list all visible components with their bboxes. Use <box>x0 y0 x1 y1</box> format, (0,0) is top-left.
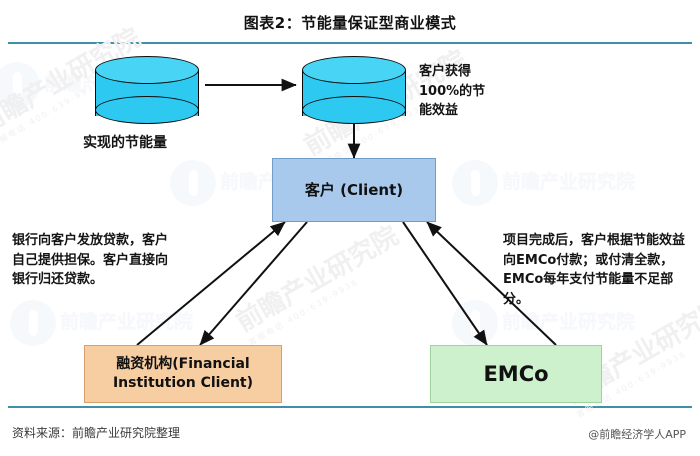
cylinder-realized-savings <box>95 56 199 128</box>
watermark-ring-icon <box>170 160 216 206</box>
divider-top <box>8 42 692 44</box>
watermark-ring-icon <box>452 160 498 206</box>
cylinder-top <box>302 56 406 84</box>
cylinder-energy-benefit <box>302 56 406 128</box>
cylinder-bottom <box>95 96 199 124</box>
watermark-brand: 前瞻产业研究院 <box>502 311 636 334</box>
node-client[interactable]: 客户 (Client) <box>272 158 436 222</box>
node-financial-institution[interactable]: 融资机构(Financial Institution Client) <box>84 345 282 403</box>
cylinder-realized-savings-label: 实现的节能量 <box>83 135 167 151</box>
watermark-brand: 前瞻产业研究院 <box>60 311 194 334</box>
cylinder-bottom <box>302 96 406 124</box>
watermark-ring-icon <box>10 300 56 346</box>
credit-label: @前瞻经济学人APP <box>588 428 686 441</box>
divider-bottom <box>8 406 692 408</box>
node-emco[interactable]: EMCo <box>430 345 602 403</box>
watermark-logo: 前瞻产业研究院 <box>10 300 193 346</box>
watermark-brand: 前瞻产业研究院 <box>502 171 636 194</box>
watermark-ring-icon <box>0 62 40 108</box>
source-label: 资料来源：前瞻产业研究院整理 <box>12 426 181 440</box>
cylinder-top <box>95 56 199 84</box>
watermark-ring-icon <box>452 300 498 346</box>
note-bank-loan: 银行向客户发放贷款，客户自己提供担保。客户直接向银行归还贷款。 <box>12 233 169 287</box>
watermark-logo: 前瞻产业研究院 <box>452 160 635 206</box>
page-title: 图表2：节能量保证型商业模式 <box>243 14 457 32</box>
arrow-client-to-emco <box>402 221 488 346</box>
cylinder-energy-benefit-note: 客户获得 100%的节 能效益 <box>419 64 486 118</box>
arrow-client-to-financial <box>199 221 308 346</box>
watermark-diagonal: 前瞻产业研究院客服电话 400-639-9936 <box>231 220 404 348</box>
note-emco-payment: 项目完成后，客户根据节能效益向EMCo付款；或付清全款，EMCo每年支付节能量不… <box>503 233 686 307</box>
